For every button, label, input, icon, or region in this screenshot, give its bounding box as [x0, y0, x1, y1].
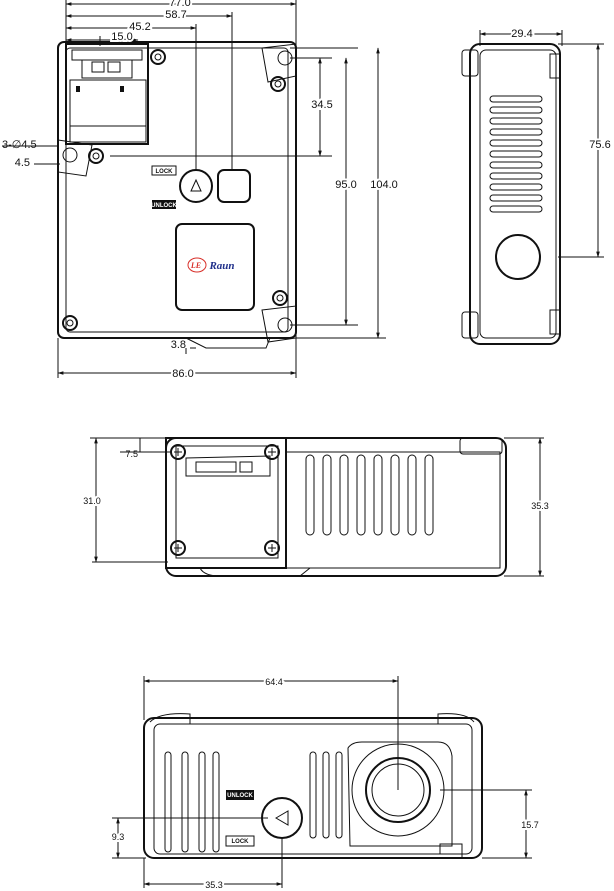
- front-connector: [65, 43, 149, 145]
- bottom-vents-right: [309, 751, 343, 839]
- dim-4-5: 4.5: [15, 157, 30, 169]
- dim-31: 31.0: [83, 496, 101, 506]
- knob-arrow-icon: [190, 178, 202, 192]
- unlock-label-text: UNLOCK: [151, 203, 177, 209]
- lock-label-bottom: [225, 835, 255, 847]
- side-vents: [489, 95, 543, 213]
- front-body-outline: [57, 41, 297, 339]
- top-dimensions: 7.5 31.0 35.3: [81, 437, 551, 577]
- lock-label-text: LOCK: [156, 169, 174, 175]
- top-view: [165, 437, 507, 577]
- side-lens: [495, 234, 541, 280]
- dim-7-5: 7.5: [125, 449, 138, 459]
- bottom-body-outline: [143, 717, 483, 859]
- front-view: LOCK UNLOCK LE Raun: [57, 41, 297, 349]
- dim-58-7: 58.7: [165, 9, 186, 21]
- front-screws: [62, 49, 288, 331]
- dim-35-3-bottom: 35.3: [205, 880, 223, 890]
- dim-34-5: 34.5: [311, 99, 332, 111]
- logo-letters: LE: [190, 261, 201, 270]
- dim-35-3: 35.3: [531, 501, 549, 511]
- bottom-dimensions: 64.4 9.3 15.7 35.3: [110, 675, 541, 891]
- logo-brand-name: Raun: [208, 260, 234, 272]
- dim-29-4: 29.4: [511, 28, 532, 40]
- top-screws: [170, 444, 280, 556]
- dim-9-3: 9.3: [112, 832, 125, 842]
- side-dimensions: 29.4 75.6: [479, 26, 613, 258]
- square-button: [217, 169, 251, 203]
- dim-86: 86.0: [172, 368, 193, 380]
- side-body-outline: [469, 43, 561, 345]
- top-body-outline: [165, 437, 507, 577]
- dim-holes: 3-∅4.5: [2, 139, 37, 151]
- front-dimensions: 77.0 58.7 45.2 15.0 3-∅4.5 4.5 34.5 95.0…: [2, 0, 400, 382]
- front-bottom-tab: [185, 337, 271, 349]
- dim-64-4: 64.4: [265, 677, 283, 687]
- lock-label-front: [151, 165, 177, 176]
- dim-77: 77.0: [169, 0, 190, 9]
- dim-45-2: 45.2: [129, 21, 150, 33]
- lock-knob: [179, 169, 213, 203]
- dim-95: 95.0: [335, 179, 356, 191]
- front-body-inner: [65, 47, 289, 333]
- logo-plate: [175, 223, 255, 311]
- bottom-knob-arrow-icon: [275, 810, 289, 826]
- dim-75-6: 75.6: [589, 139, 610, 151]
- dim-15: 15.0: [111, 31, 132, 43]
- dim-104: 104.0: [370, 179, 398, 191]
- logo-swoosh-icon: [187, 257, 207, 273]
- dim-15-7: 15.7: [521, 820, 539, 830]
- side-body-inner: [479, 49, 557, 339]
- bottom-vents-left: [164, 751, 220, 853]
- dim-3-8: 3.8: [171, 339, 186, 351]
- lock-label-bottom-text: LOCK: [232, 839, 250, 845]
- bottom-view: UNLOCK LOCK: [143, 713, 483, 859]
- unlock-label-front: [152, 200, 176, 209]
- top-vents: [305, 454, 434, 536]
- unlock-label-bottom: [226, 790, 254, 800]
- side-view: [461, 43, 561, 345]
- unlock-label-bottom-text: UNLOCK: [227, 793, 253, 799]
